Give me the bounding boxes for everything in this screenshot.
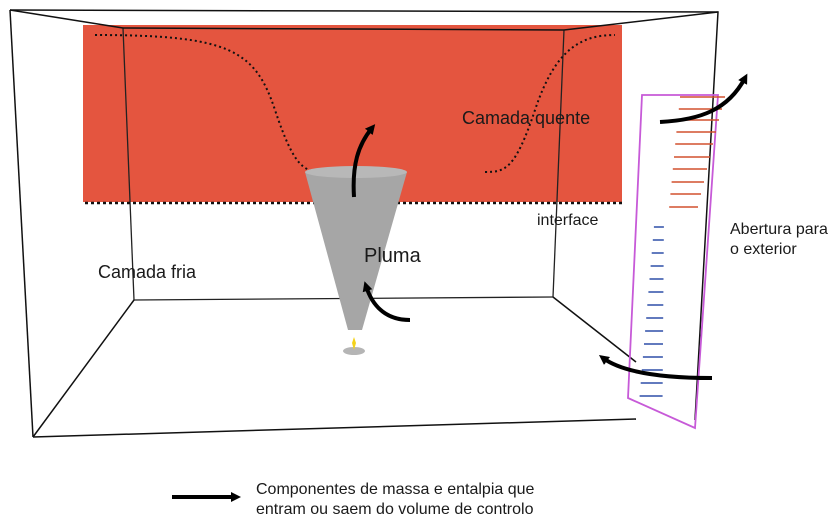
room-frame <box>9 9 719 438</box>
legend-line2: entram ou saem do volume de controlo <box>256 501 534 518</box>
plume <box>305 172 407 330</box>
opening-label-line1: Abertura para <box>730 221 828 238</box>
legend-line1: Componentes de massa e entalpia que <box>256 481 535 498</box>
plume-entrainment-arrow <box>362 281 411 322</box>
plume-label: Pluma <box>364 245 421 267</box>
opening-label: Abertura para o exterior <box>730 220 828 260</box>
outflow-arrow <box>659 73 748 124</box>
legend-text: Componentes de massa e entalpia que entr… <box>256 480 534 520</box>
fire-source <box>343 347 365 355</box>
plume-rise-arrow <box>351 124 376 198</box>
hot-layer <box>83 25 622 202</box>
interface-label: interface <box>537 212 599 229</box>
cold-layer-label: Camada fria <box>98 262 197 282</box>
hot-layer-label: Camada quente <box>462 108 591 128</box>
opening-label-line2: o exterior <box>730 241 797 258</box>
opening <box>627 94 719 430</box>
flame-icon <box>352 337 356 350</box>
flow-arrows <box>172 73 748 502</box>
cold-ticks <box>639 226 664 397</box>
interface-curve <box>94 34 616 173</box>
inflow-arrow <box>598 355 713 380</box>
